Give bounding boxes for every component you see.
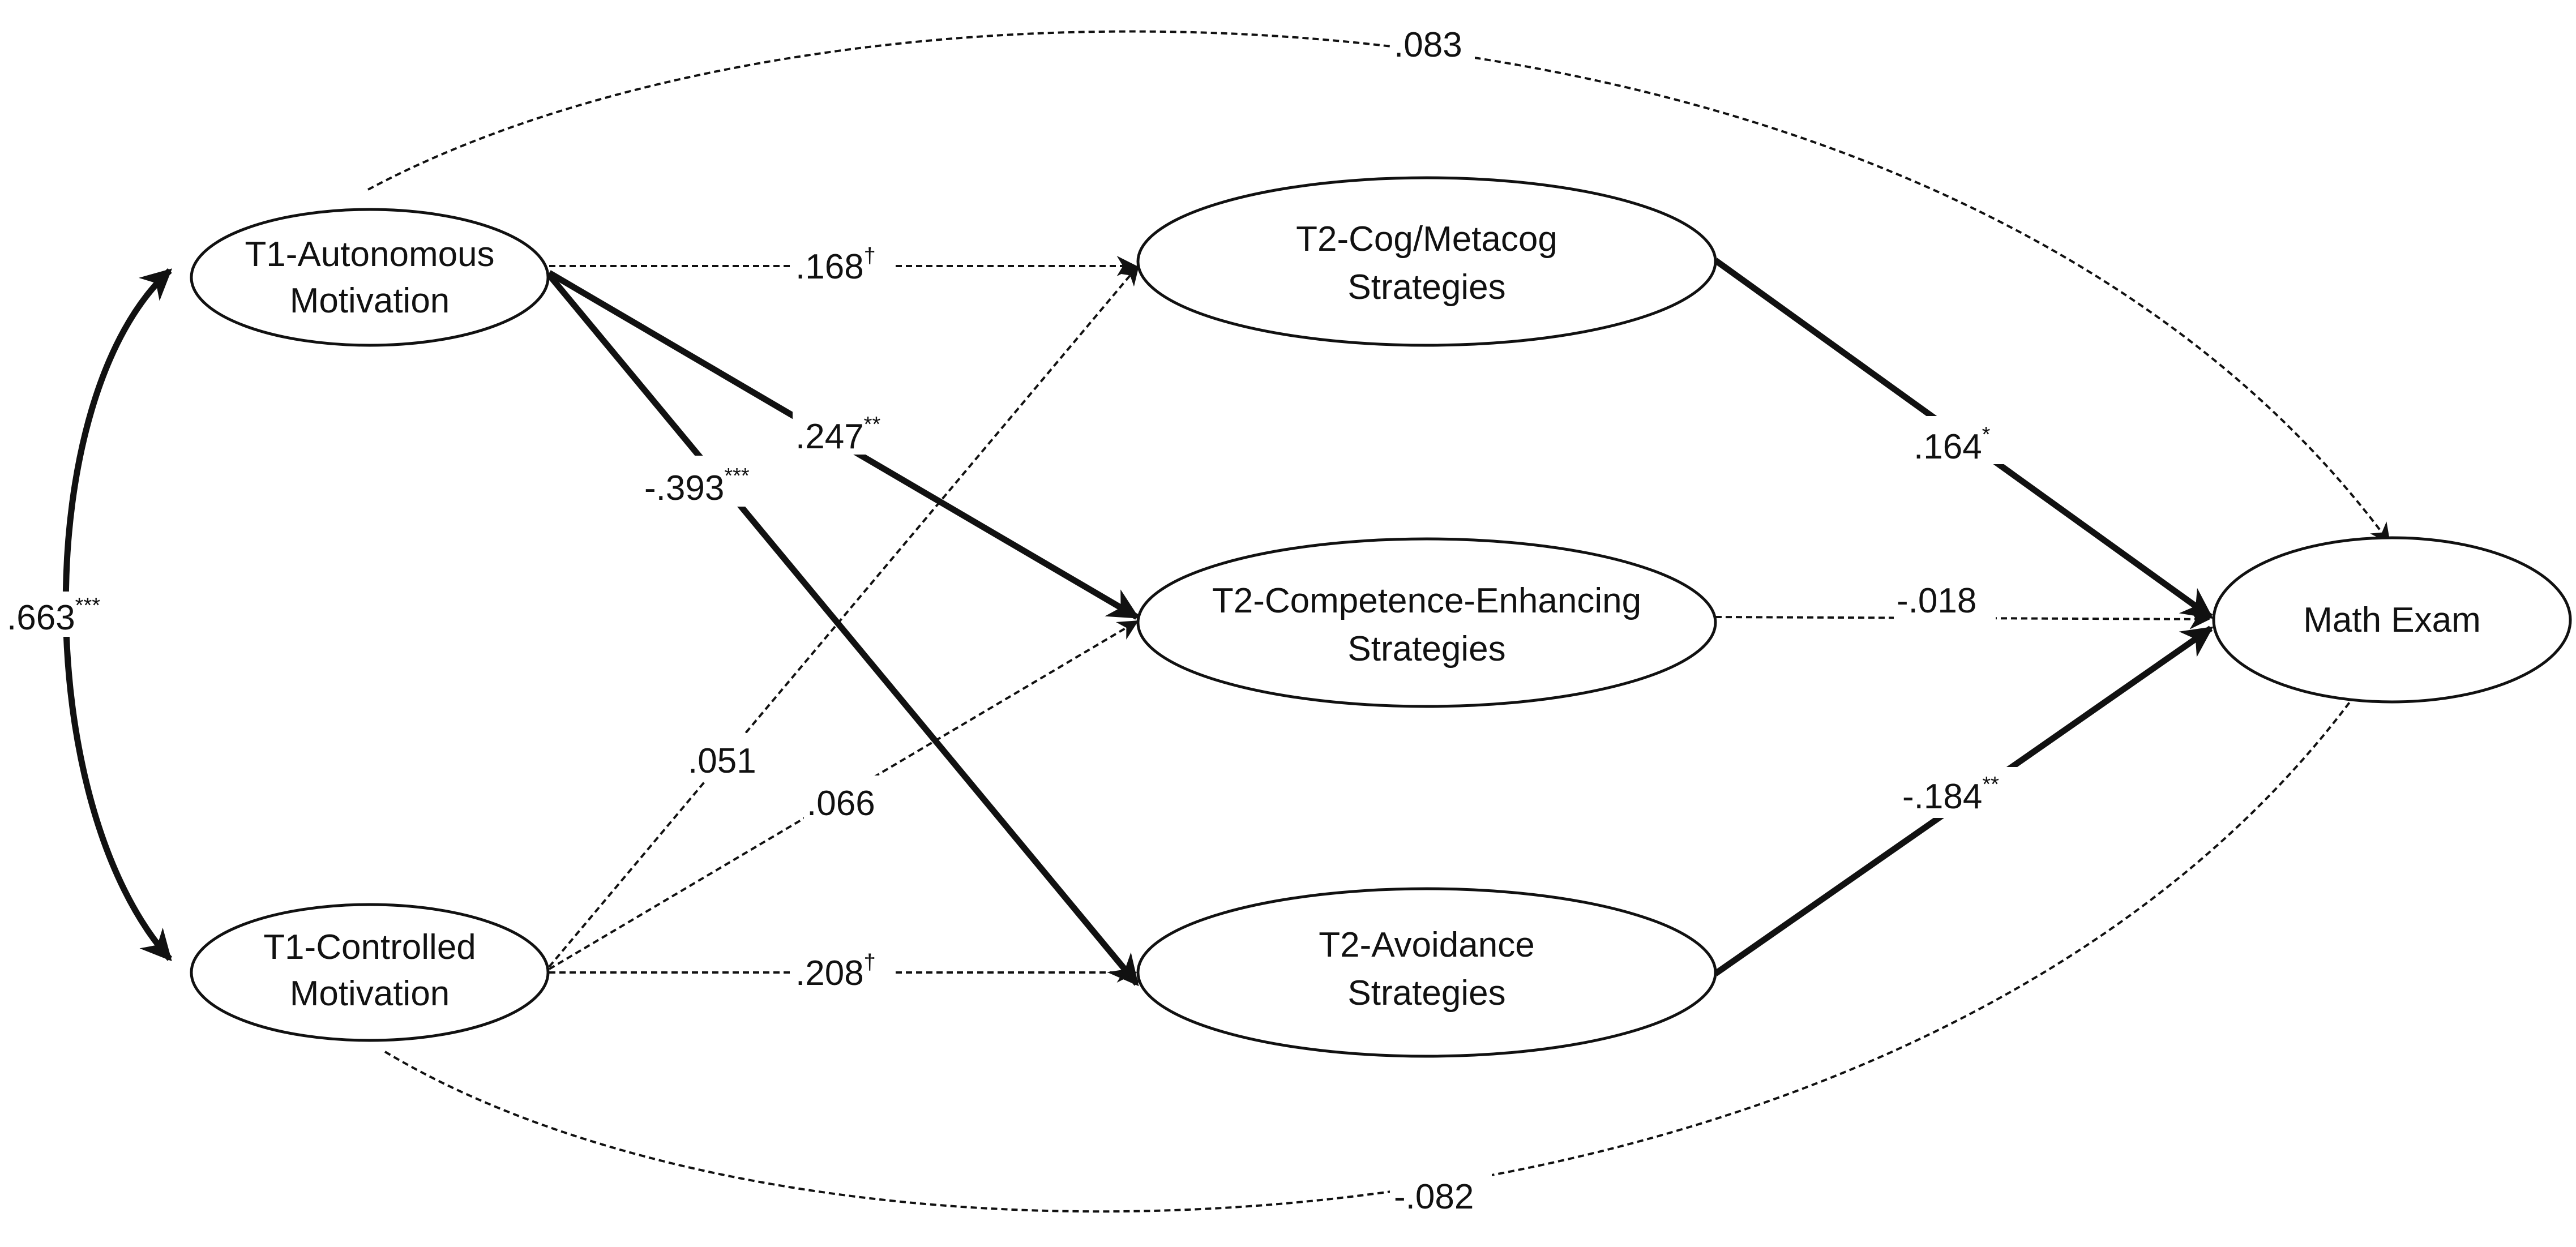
node-label-line-1: Math Exam bbox=[2303, 601, 2481, 640]
label-aut-math: .083 bbox=[1390, 17, 1475, 65]
label-con-comp: .066 bbox=[804, 775, 889, 824]
svg-text:.066: .066 bbox=[807, 784, 875, 823]
node-label-line-2: Motivation bbox=[290, 281, 450, 320]
svg-text:-.393***: -.393*** bbox=[644, 464, 750, 508]
path-value: .168 bbox=[795, 247, 864, 286]
label-cog-math: .164* bbox=[1911, 416, 2013, 466]
node-math-exam: Math Exam bbox=[2212, 536, 2572, 704]
node-label-line-1: T2-Avoidance bbox=[1319, 925, 1534, 965]
svg-text:-.184**: -.184** bbox=[1902, 773, 1999, 816]
label-con-avoid: .208† bbox=[793, 944, 895, 993]
path-significance: * bbox=[1982, 423, 1991, 447]
node-t2-competence: T2-Competence-Enhancing Strategies bbox=[1136, 537, 1717, 708]
label-avoid-math: -.184** bbox=[1899, 767, 2024, 818]
node-t2-avoidance: T2-Avoidance Strategies bbox=[1136, 887, 1717, 1058]
path-value: -.018 bbox=[1897, 581, 1976, 620]
node-label-line-1: T1-Autonomous bbox=[245, 235, 494, 274]
path-significance: ** bbox=[1982, 773, 1999, 796]
node-t1-controlled: T1-Controlled Motivation bbox=[190, 903, 550, 1042]
path-value: .663 bbox=[7, 598, 75, 637]
path-significance: *** bbox=[75, 594, 101, 618]
path-value: .247 bbox=[795, 417, 864, 456]
label-aut-cog: .168† bbox=[793, 238, 895, 286]
path-value: -.393 bbox=[644, 469, 724, 508]
svg-text:.051: .051 bbox=[688, 742, 756, 781]
path-value: .083 bbox=[1394, 25, 1462, 65]
label-con-math: -.082 bbox=[1390, 1169, 1492, 1217]
svg-text:.164*: .164* bbox=[1914, 423, 1991, 466]
node-label-line-2: Motivation bbox=[290, 974, 450, 1013]
label-con-cog: .051 bbox=[685, 733, 770, 781]
path-value: -.082 bbox=[1394, 1177, 1474, 1216]
path-value: -.184 bbox=[1902, 777, 1982, 816]
path-value: .066 bbox=[807, 784, 875, 823]
node-label-line-2: Strategies bbox=[1347, 629, 1505, 669]
path-value: .164 bbox=[1914, 427, 1982, 466]
path-labels: .663*** .083 .168† .247** -.393*** bbox=[5, 17, 2024, 1217]
svg-text:.663***: .663*** bbox=[7, 594, 100, 637]
svg-text:.247**: .247** bbox=[795, 413, 880, 456]
svg-text:.168†: .168† bbox=[795, 244, 876, 286]
node-label-line-1: T2-Competence-Enhancing bbox=[1212, 581, 1641, 620]
node-label-line-1: T2-Cog/Metacog bbox=[1296, 220, 1557, 259]
svg-text:-.082: -.082 bbox=[1394, 1177, 1474, 1216]
node-label-line-2: Strategies bbox=[1347, 974, 1505, 1013]
path-significance: † bbox=[864, 950, 876, 974]
edge-con-cog bbox=[548, 264, 1140, 968]
label-comp-math: -.018 bbox=[1894, 577, 1996, 625]
nodes: T1-Autonomous Motivation T1-Controlled M… bbox=[190, 176, 2572, 1058]
svg-text:.083: .083 bbox=[1394, 25, 1462, 65]
path-significance: *** bbox=[724, 464, 750, 488]
path-significance: † bbox=[864, 244, 876, 268]
node-label-line-1: T1-Controlled bbox=[263, 928, 476, 967]
node-label-line-2: Strategies bbox=[1347, 268, 1505, 307]
node-t1-autonomous: T1-Autonomous Motivation bbox=[190, 208, 550, 347]
label-covariance: .663*** bbox=[5, 592, 100, 637]
path-significance: ** bbox=[864, 413, 881, 436]
svg-text:.208†: .208† bbox=[795, 950, 876, 993]
path-value: .051 bbox=[688, 742, 756, 781]
label-aut-comp: .247** bbox=[793, 406, 900, 456]
node-t2-cog: T2-Cog/Metacog Strategies bbox=[1136, 176, 1717, 347]
label-aut-avoid: -.393*** bbox=[643, 456, 781, 508]
path-value: .208 bbox=[795, 954, 864, 993]
edge-aut-avoid bbox=[546, 273, 1140, 987]
svg-text:-.018: -.018 bbox=[1897, 581, 1976, 620]
